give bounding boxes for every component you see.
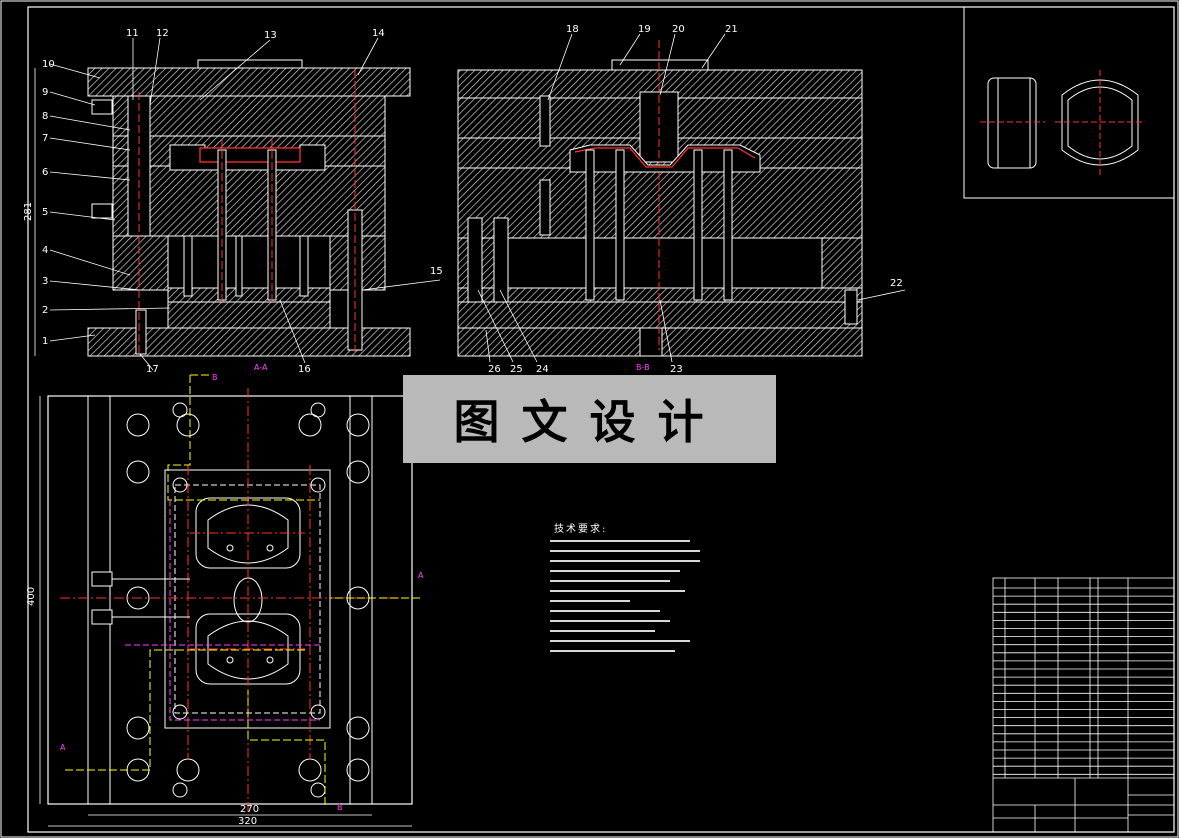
tech-requirement-line <box>550 647 700 655</box>
watermark-banner: 图文设计 <box>403 375 776 463</box>
section-mark-b-bottom: B <box>337 803 343 812</box>
part-no-6: 6 <box>42 167 48 178</box>
tech-requirement-line <box>550 637 700 645</box>
part-no-11: 11 <box>126 28 139 39</box>
part-no-13: 13 <box>264 30 277 41</box>
plan-view <box>39 374 420 827</box>
section-aa-view <box>34 37 441 371</box>
technical-requirements: 技术要求: <box>550 520 700 657</box>
part-no-20: 20 <box>672 24 685 35</box>
part-no-3: 3 <box>42 276 48 287</box>
tech-requirement-line <box>550 587 700 595</box>
part-no-8: 8 <box>42 111 48 122</box>
tech-requirement-line <box>550 617 700 625</box>
part-no-4: 4 <box>42 245 48 256</box>
drawing-frame <box>27 6 1175 833</box>
tech-requirement-line <box>550 557 700 565</box>
part-no-15: 15 <box>430 266 443 277</box>
part-no-14: 14 <box>372 28 385 39</box>
section-bb-view <box>457 33 906 363</box>
part-no-7: 7 <box>42 133 48 144</box>
tech-requirement-line <box>550 597 700 605</box>
tech-requirement-line <box>550 627 700 635</box>
tech-requirement-line <box>550 567 700 575</box>
dim-320: 320 <box>238 816 257 827</box>
dim-400: 400 <box>26 587 37 606</box>
tech-requirement-line <box>550 537 700 545</box>
product-view <box>963 6 1175 199</box>
part-no-2: 2 <box>42 305 48 316</box>
part-no-1: 1 <box>42 336 48 347</box>
section-mark-b-top: B <box>212 373 218 382</box>
section-mark-a-right: A <box>418 571 424 580</box>
part-no-18: 18 <box>566 24 579 35</box>
part-no-24: 24 <box>536 364 549 375</box>
part-no-21: 21 <box>725 24 738 35</box>
tech-requirement-line <box>550 577 700 585</box>
section-mark-a-left: A <box>60 743 66 752</box>
part-no-19: 19 <box>638 24 651 35</box>
tech-requirement-line <box>550 547 700 555</box>
dim-270: 270 <box>240 804 259 815</box>
dim-281: 281 <box>23 202 34 221</box>
part-no-22: 22 <box>890 278 903 289</box>
part-no-25: 25 <box>510 364 523 375</box>
technical-requirements-title: 技术要求: <box>554 524 608 535</box>
watermark-text: 图文设计 <box>453 395 726 449</box>
part-no-9: 9 <box>42 87 48 98</box>
part-no-5: 5 <box>42 207 48 218</box>
part-number-labels: 1 2 3 4 5 6 7 8 9 10 11 12 13 14 15 16 1… <box>42 24 903 375</box>
part-no-26: 26 <box>488 364 501 375</box>
part-no-10: 10 <box>42 59 55 70</box>
title-block <box>992 577 1175 833</box>
tech-requirement-line <box>550 607 700 615</box>
part-no-23: 23 <box>670 364 683 375</box>
part-no-17: 17 <box>146 364 159 375</box>
section-label-aa: A-A <box>254 363 268 372</box>
technical-requirements-lines <box>550 537 700 655</box>
part-no-16: 16 <box>298 364 311 375</box>
part-no-12: 12 <box>156 28 169 39</box>
section-label-bb: B-B <box>636 363 650 372</box>
